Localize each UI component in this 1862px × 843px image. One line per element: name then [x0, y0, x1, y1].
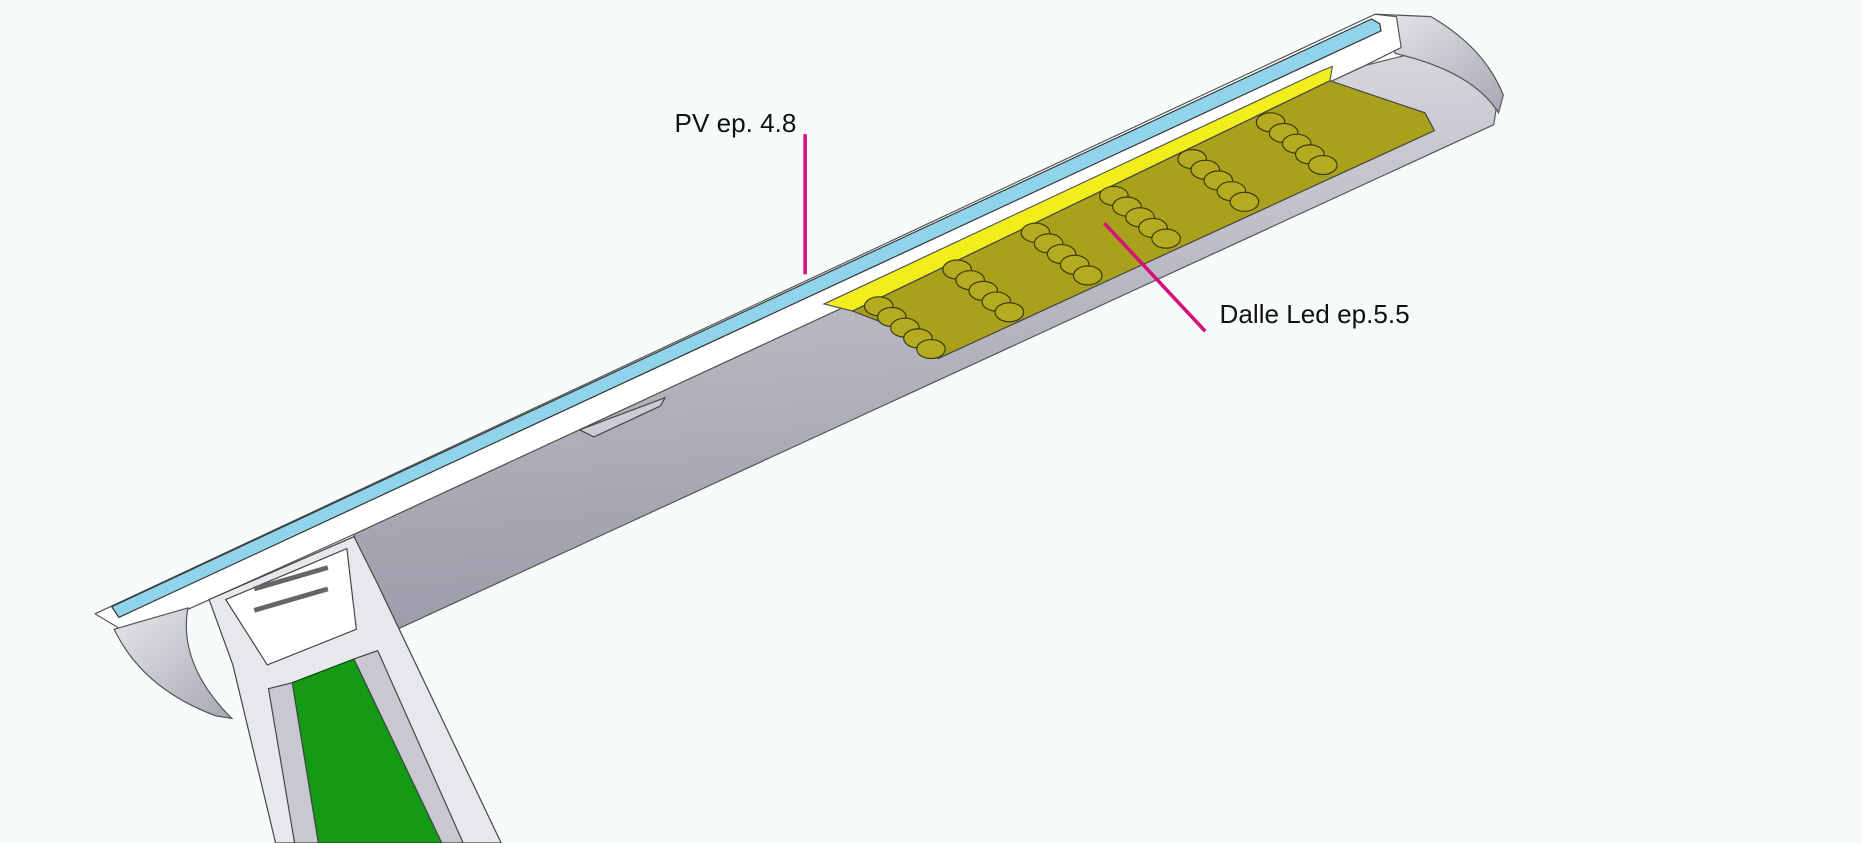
slot — [253, 586, 329, 613]
led-leader-line — [1103, 222, 1207, 333]
led-lens — [1151, 228, 1181, 249]
pv-glass-strip — [110, 18, 1382, 619]
led-lens — [1229, 191, 1260, 212]
led-lens — [994, 302, 1025, 323]
led-lens — [1307, 154, 1338, 176]
led-lens — [1072, 265, 1103, 286]
led-lens — [916, 338, 946, 360]
led-board-edge — [822, 65, 1334, 312]
led-array — [863, 112, 1338, 360]
pv-label: PV ep. 4.8 — [675, 108, 797, 138]
slot — [253, 565, 329, 592]
column-inner — [224, 547, 357, 666]
column-rail — [267, 681, 319, 843]
column-rail — [353, 649, 464, 843]
clip-detail — [578, 396, 667, 438]
left-end-cap — [113, 607, 234, 720]
right-end-cap — [1376, 13, 1504, 115]
led-label: Dalle Led ep.5.5 — [1220, 299, 1410, 329]
